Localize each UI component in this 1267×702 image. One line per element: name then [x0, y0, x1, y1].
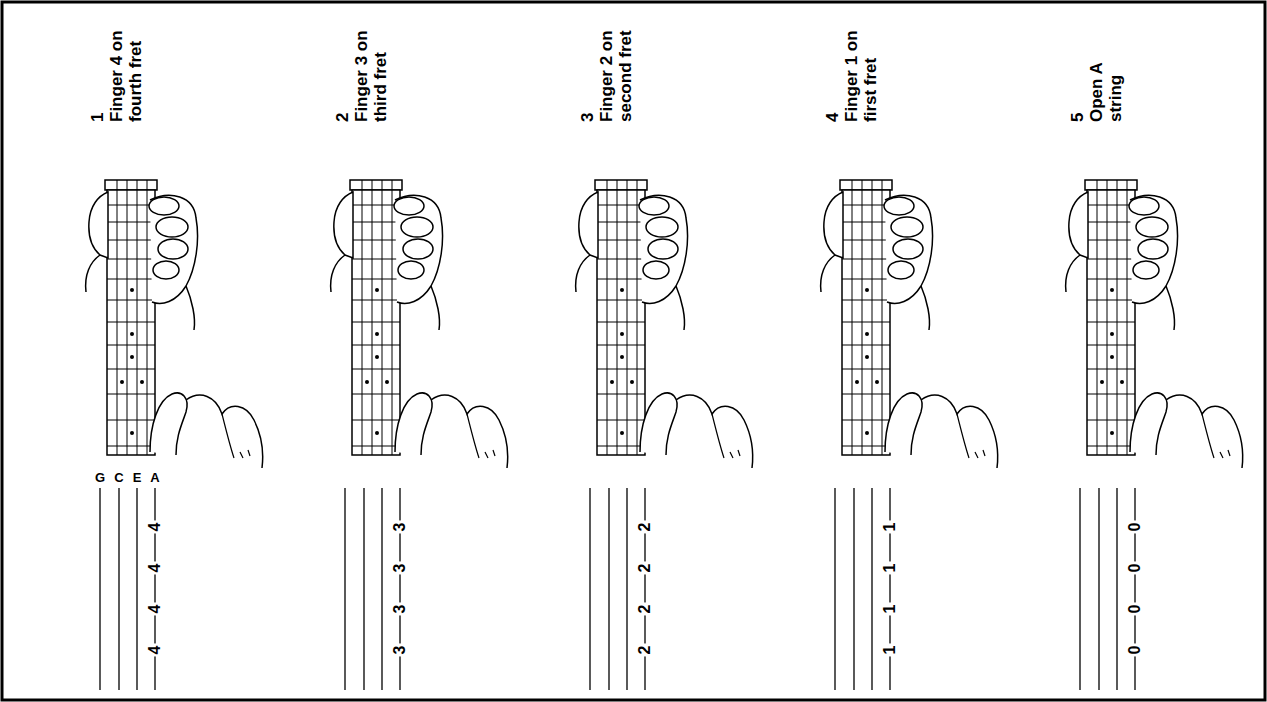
string-name: E [133, 471, 142, 485]
tab-number: 2 [636, 521, 654, 534]
string-name: A [150, 471, 159, 485]
step-number: 4 [823, 18, 842, 122]
tab-number: 4 [146, 562, 164, 575]
step-heading: 5Open A string [1068, 18, 1125, 122]
tab-number: 0 [1126, 644, 1144, 657]
step-heading: 2Finger 3 on third fret [333, 18, 390, 122]
hand-on-neck [576, 180, 753, 690]
tab-number: 1 [881, 644, 899, 657]
step-instruction: Open A string [1087, 18, 1125, 122]
tab-number: 0 [1126, 603, 1144, 616]
tab-number: 0 [1126, 521, 1144, 534]
hand-on-neck [86, 180, 263, 690]
tab-number: 3 [391, 644, 409, 657]
step-instruction: Finger 3 on third fret [352, 18, 390, 122]
step-instruction: Finger 1 on first fret [842, 18, 880, 122]
step-heading: 1Finger 4 on fourth fret [88, 18, 145, 122]
tab-number: 3 [391, 603, 409, 616]
tab-number: 3 [391, 562, 409, 575]
tab-number: 2 [636, 562, 654, 575]
hand-on-neck [821, 180, 998, 690]
tab-number: 4 [146, 644, 164, 657]
step-instruction: Finger 4 on fourth fret [107, 18, 145, 122]
step-number: 2 [333, 18, 352, 122]
step-number: 5 [1068, 18, 1087, 122]
tab-number: 3 [391, 521, 409, 534]
tab-number: 4 [146, 521, 164, 534]
string-name: G [95, 471, 105, 485]
tab-number: 2 [636, 644, 654, 657]
tab-number: 0 [1126, 562, 1144, 575]
step-number: 3 [578, 18, 597, 122]
hand-on-neck [1066, 180, 1243, 690]
tab-number: 1 [881, 562, 899, 575]
step-heading: 3Finger 2 on second fret [578, 18, 635, 122]
string-name: C [114, 471, 123, 485]
step-number: 1 [88, 18, 107, 122]
step-heading: 4Finger 1 on first fret [823, 18, 880, 122]
tab-number: 2 [636, 603, 654, 616]
tab-number: 1 [881, 521, 899, 534]
tab-number: 4 [146, 603, 164, 616]
step-instruction: Finger 2 on second fret [597, 18, 635, 122]
hand-on-neck [331, 180, 508, 690]
tab-number: 1 [881, 603, 899, 616]
